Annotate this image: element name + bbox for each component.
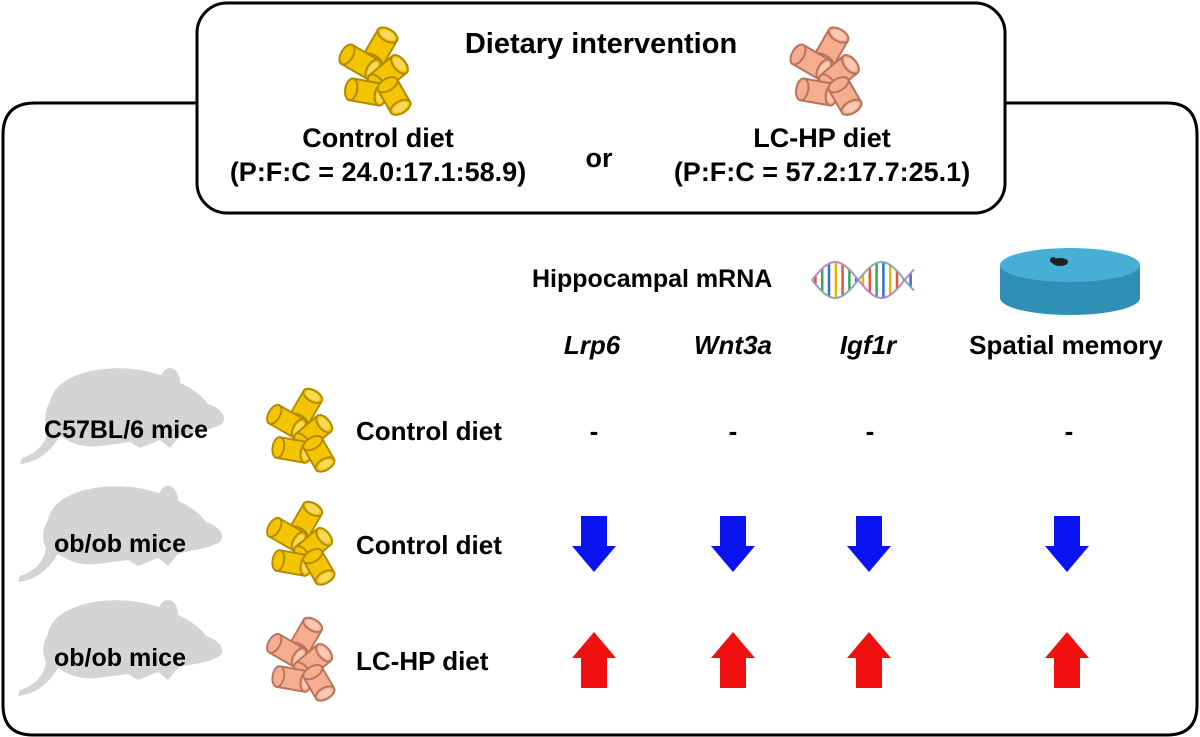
row-2-diet-label: Control diet	[356, 530, 502, 560]
column-header-wnt3a: Wnt3a	[694, 330, 772, 360]
no-change-wnt3a: -	[728, 416, 738, 446]
no-change-lrp6: -	[589, 416, 599, 446]
arrow-up-icon	[711, 632, 755, 688]
mouse-silhouette-icon	[20, 368, 225, 464]
row-3-diet-label: LC-HP diet	[356, 646, 489, 676]
hippocampal-mrna-label: Hippocampal mRNA	[532, 265, 773, 293]
food-pellets-icon	[266, 387, 336, 473]
row-1-mouse-label: C57BL/6 mice	[44, 416, 208, 444]
lchp-diet-label: LC-HP diet	[753, 123, 891, 153]
box-title: Dietary intervention	[464, 28, 738, 60]
no-change-igf1r: -	[865, 416, 875, 446]
lchp-diet-ratio: (P:F:C = 57.2:17.7:25.1)	[673, 157, 971, 187]
arrow-up-icon	[572, 632, 616, 688]
column-header-igf1r: Igf1r	[839, 330, 897, 360]
food-pellets-icon	[338, 26, 412, 116]
mouse-silhouette-icon	[18, 600, 223, 696]
column-header-spatial-memory: Spatial memory	[969, 330, 1163, 360]
arrow-down-icon	[711, 516, 755, 572]
or-label: or	[585, 143, 613, 173]
arrow-up-icon	[847, 632, 891, 688]
mouse-silhouette-icon	[18, 486, 223, 582]
food-pellets-icon	[266, 500, 336, 586]
arrow-down-icon	[847, 516, 891, 572]
control-diet-label: Control diet	[302, 123, 454, 153]
arrow-down-icon	[572, 516, 616, 572]
row-3-mouse-label: ob/ob mice	[54, 644, 186, 672]
control-diet-ratio: (P:F:C = 24.0:17.1:58.9)	[229, 157, 527, 187]
water-maze-icon	[1000, 248, 1140, 315]
arrow-up-icon	[1045, 632, 1089, 688]
column-header-lrp6: Lrp6	[563, 330, 621, 360]
food-pellets-icon	[266, 616, 336, 702]
outer-frame	[1, 101, 1199, 737]
row-1-diet-label: Control diet	[356, 416, 502, 446]
no-change-spatial-memory: -	[1064, 416, 1074, 446]
row-2-mouse-label: ob/ob mice	[54, 530, 186, 558]
dna-helix-icon	[811, 260, 915, 300]
arrow-down-icon	[1045, 516, 1089, 572]
food-pellets-icon	[789, 26, 863, 116]
